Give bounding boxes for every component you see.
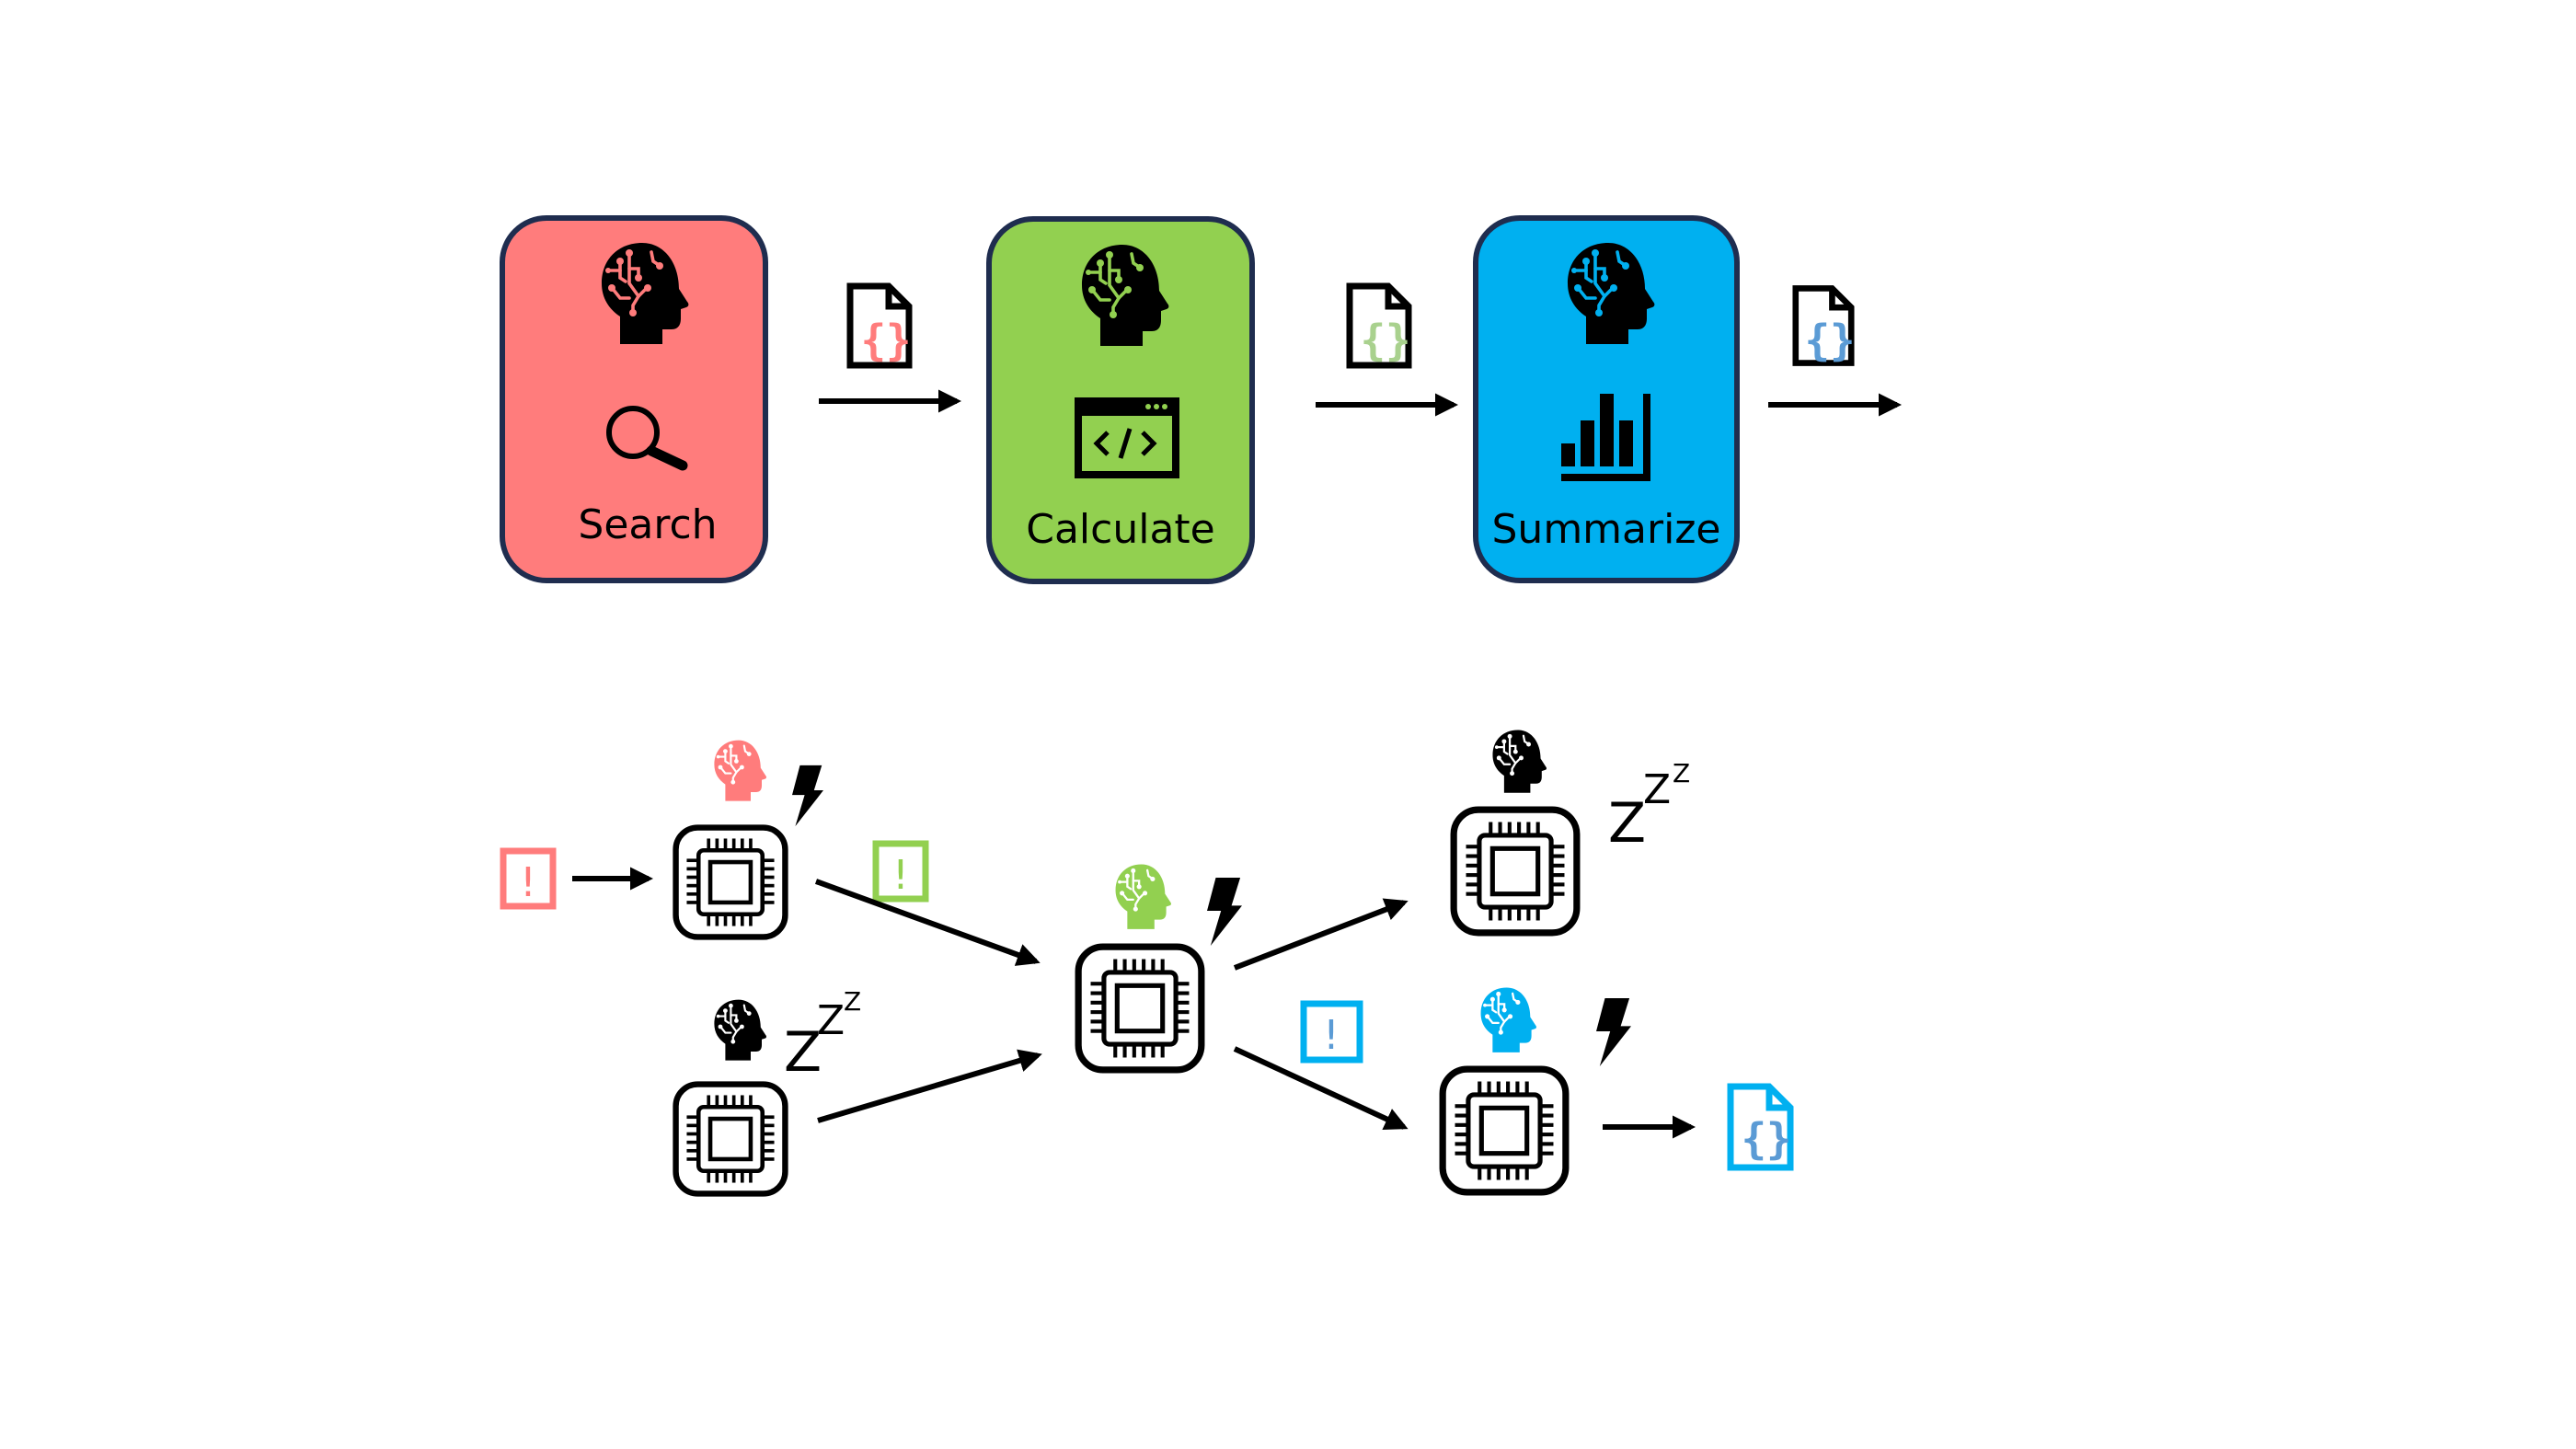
stage-label: Calculate [1026, 506, 1215, 553]
ai-head-icon [1116, 864, 1171, 928]
agent-node [1443, 987, 1631, 1191]
alert-icon: ! [1300, 1000, 1363, 1064]
stage-label: Search [578, 501, 717, 548]
alert-glyph: ! [892, 852, 909, 899]
zzz-big: Z [1608, 791, 1646, 856]
alert-glyph: ! [1323, 1012, 1340, 1059]
ai-head-icon [1481, 987, 1536, 1052]
event-arrow [1233, 1046, 1409, 1130]
lightning-icon [1207, 878, 1242, 946]
event-arrow [817, 1049, 1042, 1123]
stage-search-box [500, 215, 768, 583]
cpu-chip-icon [676, 1085, 786, 1194]
event-arrow [1233, 898, 1409, 971]
zzz-icon: Z Z Z [784, 986, 861, 1085]
json-file-icon: { } [1350, 286, 1420, 365]
stage-summarize: Summarize [1473, 215, 1740, 583]
cpu-chip-icon [676, 828, 786, 937]
zzz-small: Z [1673, 758, 1690, 788]
json-file-icon: { } [1727, 1083, 1801, 1171]
agent-node: Z Z Z [676, 986, 861, 1194]
zzz-big: Z [784, 1020, 822, 1085]
magnifier-icon [606, 406, 688, 471]
event-graph: ! ! Z Z Z [500, 730, 1801, 1194]
cpu-chip-icon [1443, 1069, 1566, 1192]
cpu-chip-icon [1454, 810, 1577, 933]
ai-head-icon [1492, 730, 1547, 793]
ai-head-icon [714, 741, 766, 801]
stage-calculate: Calculate [986, 216, 1255, 584]
alert-icon: ! [872, 840, 929, 903]
alert-icon: ! [500, 847, 557, 910]
zzz-medium: Z [1643, 766, 1671, 813]
alert-glyph: ! [520, 859, 536, 906]
lightning-icon [792, 765, 823, 826]
agent-node [676, 741, 823, 937]
agent-node [1078, 864, 1242, 1069]
event-arrow [814, 879, 1041, 966]
ai-head-icon [714, 1000, 766, 1061]
zzz-icon: Z Z Z [1608, 758, 1690, 856]
stage-label: Summarize [1492, 506, 1721, 553]
cpu-chip-icon [1078, 947, 1202, 1070]
zzz-medium: Z [817, 997, 845, 1044]
stage-search: Search [500, 215, 768, 583]
bar-chart-icon [1561, 394, 1650, 481]
pipeline: Search { } Calculate [500, 215, 1903, 584]
json-file-icon: { } [850, 286, 921, 365]
lightning-icon [1596, 998, 1631, 1066]
code-window-icon [1075, 397, 1179, 478]
zzz-small: Z [844, 986, 861, 1017]
json-file-icon: { } [1796, 288, 1865, 365]
agent-node: Z Z Z [1454, 730, 1690, 933]
